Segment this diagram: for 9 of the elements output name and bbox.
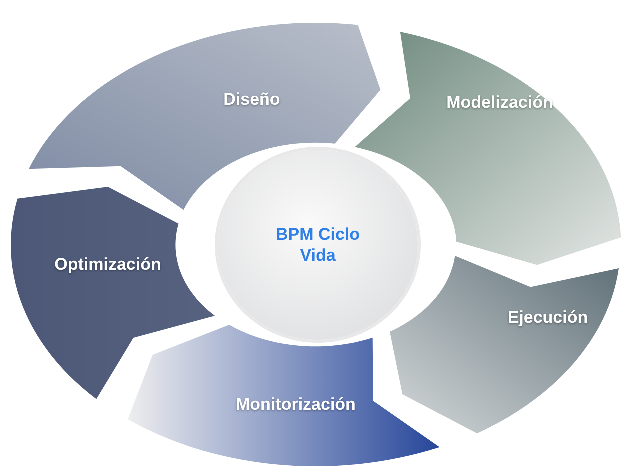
arrow-segment — [29, 23, 382, 210]
segment-label: Ejecución — [508, 308, 588, 328]
center-label: BPM Ciclo Vida — [274, 224, 362, 266]
arrow-segment — [128, 325, 440, 467]
arrow-segment — [11, 186, 216, 400]
arrow-segment — [390, 256, 620, 434]
segment-label: Diseño — [224, 90, 280, 110]
segment-label: Monitorización — [236, 394, 356, 415]
segment-label: Optimización — [54, 254, 162, 275]
